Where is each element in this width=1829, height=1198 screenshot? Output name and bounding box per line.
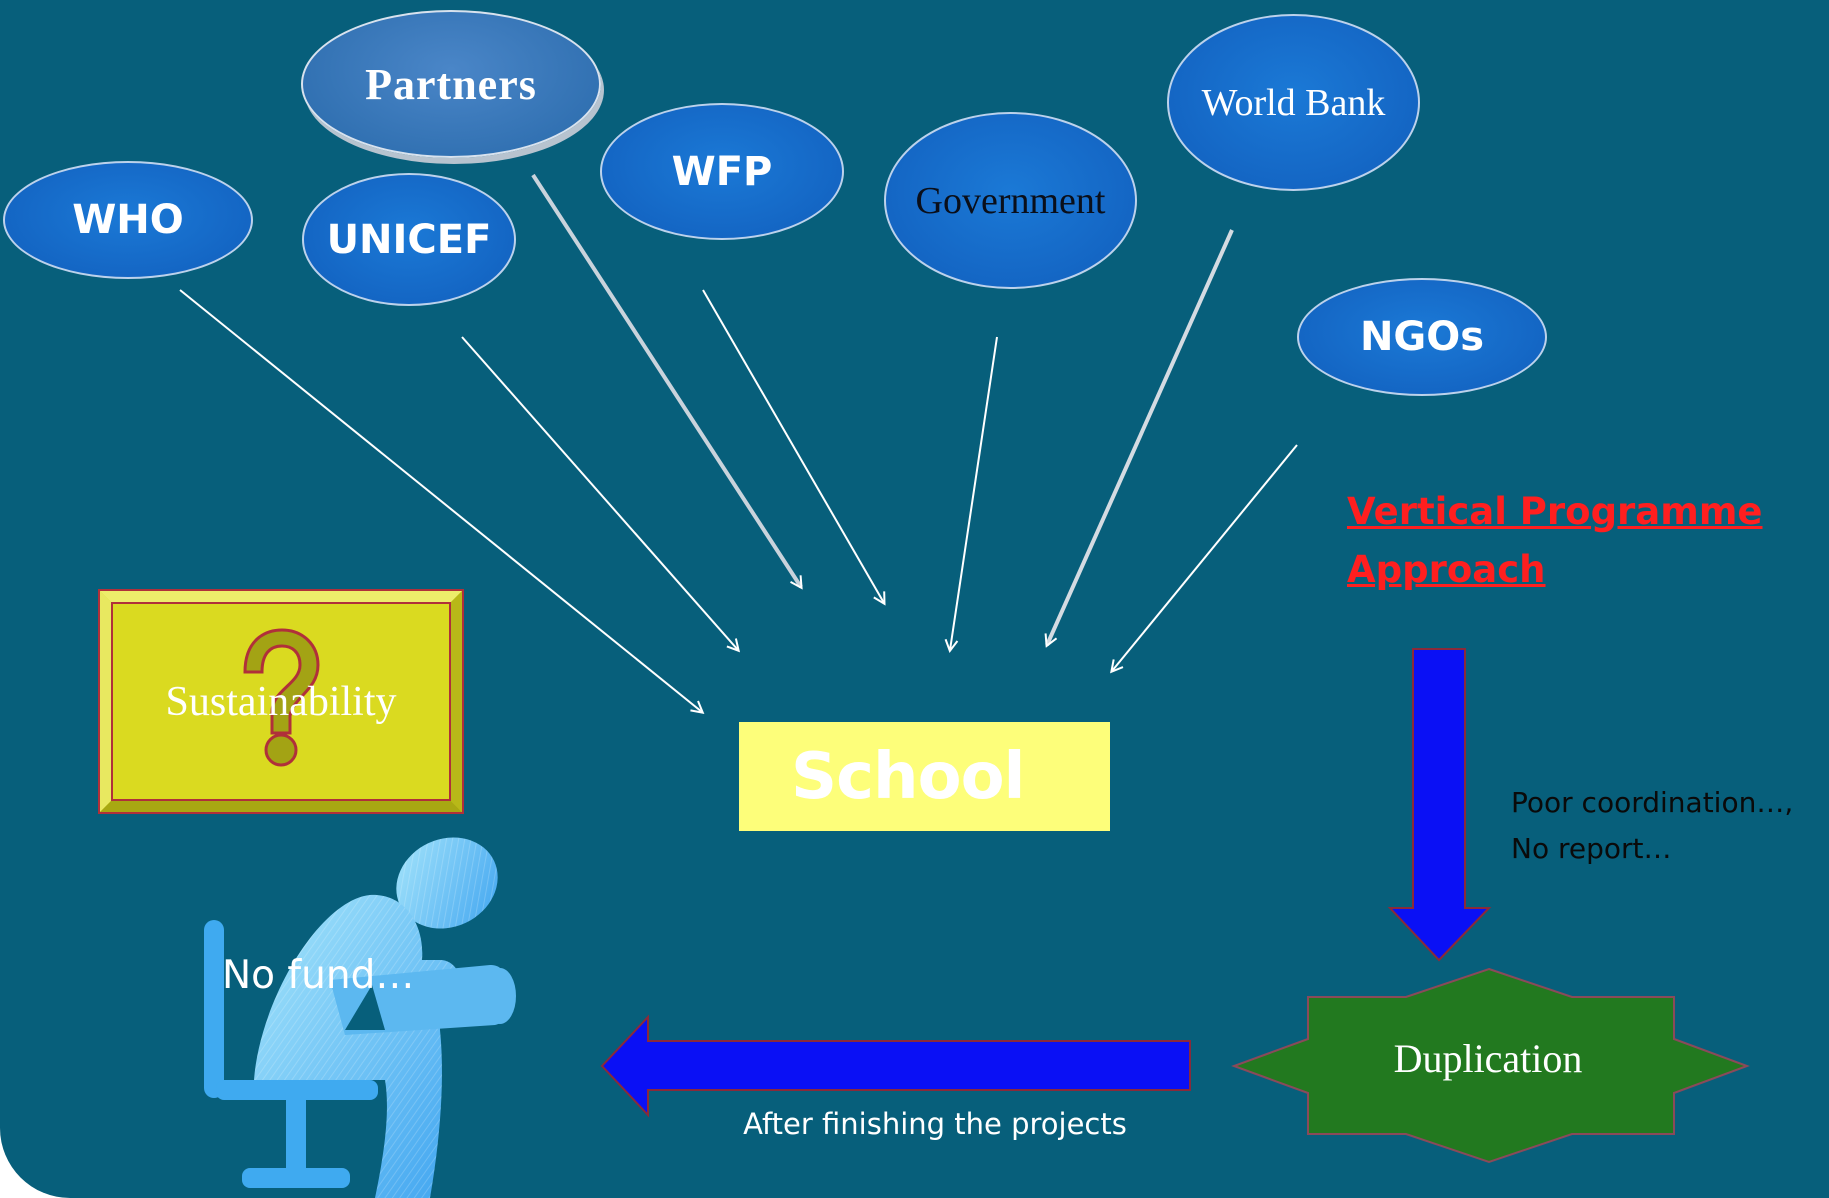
duplication-label: Duplication bbox=[1393, 1036, 1583, 1081]
node-unicef: UNICEF bbox=[302, 173, 516, 306]
question-mark-icon bbox=[243, 628, 320, 767]
sad-person-icon bbox=[204, 837, 516, 1198]
node-ngos: NGOs bbox=[1297, 278, 1547, 396]
node-government-label: Government bbox=[915, 179, 1106, 222]
issues-text: Poor coordination…, No report… bbox=[1511, 780, 1793, 872]
node-school-label: School bbox=[791, 739, 1025, 814]
no-fund-label: No fund… bbox=[222, 953, 415, 998]
approach-heading: Vertical Programme Approach bbox=[1347, 483, 1787, 599]
node-world-bank: World Bank bbox=[1167, 14, 1420, 191]
world-bank-arrow bbox=[1047, 229, 1234, 645]
node-unicef-label: UNICEF bbox=[326, 216, 492, 263]
sustainability-label: Sustainability bbox=[165, 678, 397, 725]
partners-arrow bbox=[531, 173, 801, 587]
down-arrow bbox=[1387, 648, 1492, 962]
node-ngos-label: NGOs bbox=[1359, 314, 1485, 360]
node-partners-label: Partners bbox=[365, 59, 537, 109]
issues-line-2: No report… bbox=[1511, 832, 1672, 865]
node-partners: Partners bbox=[301, 10, 601, 158]
node-world-bank-label: World Bank bbox=[1201, 81, 1386, 124]
node-who: WHO bbox=[3, 161, 253, 279]
duplication-star bbox=[1231, 967, 1750, 1164]
government-arrow bbox=[950, 336, 998, 650]
node-wfp: WFP bbox=[600, 103, 844, 240]
approach-line-1: Vertical Programme bbox=[1347, 490, 1763, 533]
approach-line-2: Approach bbox=[1347, 548, 1546, 591]
ngos-arrow bbox=[1112, 444, 1298, 671]
node-who-label: WHO bbox=[72, 197, 184, 243]
node-government: Government bbox=[884, 112, 1137, 289]
after-projects-label: After finishing the projects bbox=[743, 1107, 1127, 1141]
unicef-arrow bbox=[461, 336, 738, 650]
wfp-arrow bbox=[702, 289, 884, 603]
left-arrow bbox=[600, 1014, 1191, 1118]
who-arrow bbox=[179, 289, 702, 712]
node-wfp-label: WFP bbox=[671, 148, 773, 195]
sustainability-frame bbox=[98, 589, 464, 814]
node-school: School bbox=[739, 722, 1110, 831]
issues-line-1: Poor coordination…, bbox=[1511, 786, 1794, 819]
